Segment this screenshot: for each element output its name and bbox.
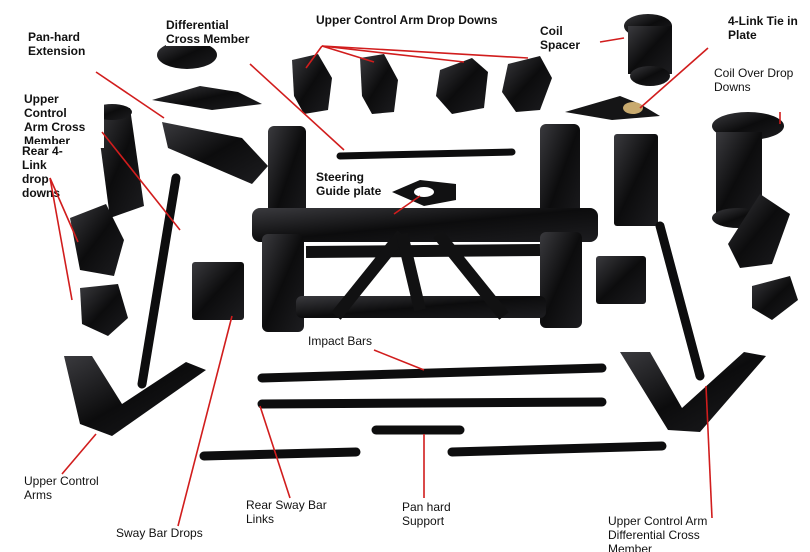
sway-bar-drop-left bbox=[192, 262, 244, 320]
label-sway-bar-drops: Sway Bar Drops bbox=[116, 526, 203, 540]
coil-spacer-part bbox=[624, 14, 672, 86]
steering-rod bbox=[336, 148, 516, 160]
label-differential-cross-member: Differential Cross Member bbox=[166, 18, 254, 46]
label-coil-spacer: Coil Spacer bbox=[540, 24, 581, 52]
label-ucad: Upper Control Arm Drop Downs bbox=[316, 13, 498, 27]
four-link-bracket bbox=[614, 134, 658, 226]
rear-4link-part bbox=[70, 204, 128, 336]
ucad-bracket-3 bbox=[436, 58, 488, 114]
sway-bar-drop-right bbox=[596, 256, 646, 304]
upper-control-arm-right bbox=[620, 352, 766, 432]
label-uca-cross-member: Upper Control Arm Cross Member bbox=[24, 92, 104, 148]
label-panhard-support: Pan hard Support bbox=[402, 500, 451, 528]
ucad-bracket-1 bbox=[292, 54, 332, 114]
upper-control-arm-left bbox=[64, 356, 206, 436]
label-upper-control-arms: Upper Control Arms bbox=[24, 474, 99, 502]
ucad-bracket-2 bbox=[360, 54, 398, 114]
label-rear-sway-links: Rear Sway Bar Links bbox=[246, 498, 327, 526]
label-rear-4link: Rear 4- Link drop downs bbox=[22, 144, 68, 200]
four-link-plate-part bbox=[565, 96, 660, 120]
differential-cross-member-part bbox=[152, 41, 268, 184]
label-panhard-extension: Pan-hard Extension bbox=[28, 30, 100, 74]
label-impact-bars: Impact Bars bbox=[308, 334, 373, 348]
label-steering-guide: Steering Guide plate bbox=[316, 170, 382, 198]
label-four-link-tie: 4-Link Tie in Plate bbox=[728, 14, 798, 42]
main-cradle-part bbox=[252, 124, 598, 332]
label-coil-over-drop: Coil Over Drop Downs bbox=[714, 66, 794, 94]
coil-over-drop-part bbox=[712, 112, 798, 320]
long-arms bbox=[137, 173, 705, 461]
steering-guide-part bbox=[392, 180, 456, 206]
ucad-bracket-4 bbox=[502, 56, 552, 112]
label-uca-diff-cross: Upper Control Arm Differential Cross Mem… bbox=[608, 514, 708, 552]
